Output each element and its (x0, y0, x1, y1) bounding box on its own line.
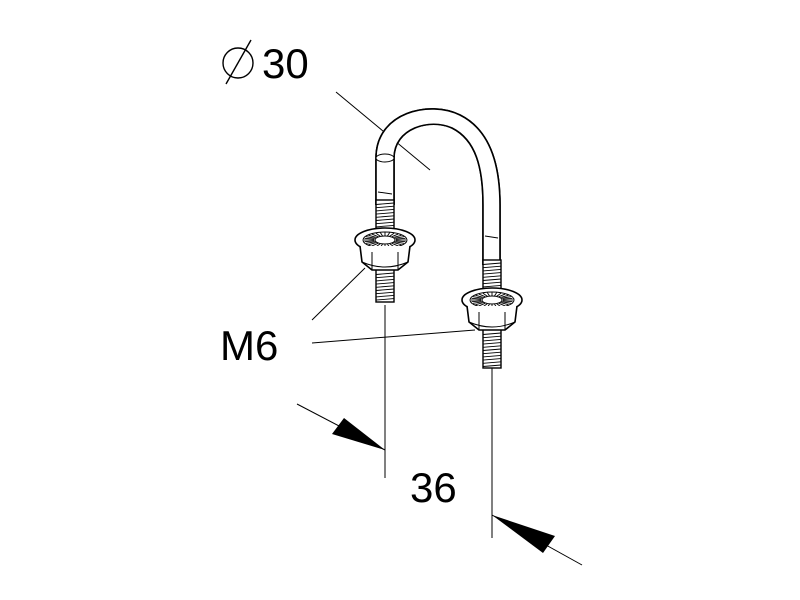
right-nut (461, 287, 523, 331)
thread-ridge (375, 272, 395, 275)
washer-serration (475, 294, 484, 298)
thread-ridge (375, 285, 395, 288)
thread-ridge (482, 265, 502, 269)
spacing-value: 36 (410, 464, 457, 511)
thread-ridge (482, 272, 502, 275)
thread-ridge (375, 205, 395, 209)
washer-serration (379, 232, 383, 237)
diameter-value: 30 (262, 40, 309, 87)
washer-serration (371, 233, 379, 238)
diameter-symbol-icon (222, 39, 254, 85)
washer-serration (502, 300, 513, 303)
washer-serration (471, 297, 482, 300)
thread-ridge (375, 294, 395, 298)
washer-serration (395, 237, 406, 240)
thread-ridge (375, 212, 395, 215)
washer-serration (368, 242, 377, 246)
washer-serration (473, 301, 483, 304)
thread-ridge (375, 202, 395, 205)
washer-serration (498, 302, 506, 307)
washer-serration (394, 236, 404, 239)
thread-ridge (482, 354, 502, 358)
thread-ridge (482, 335, 502, 339)
washer-serration (486, 292, 490, 297)
washer-serration (394, 241, 404, 244)
thread-ridge (375, 218, 395, 221)
washer-serration (471, 300, 482, 303)
thread-ridge (482, 348, 502, 351)
thread-ridge (482, 278, 502, 281)
thread-ridge (482, 345, 502, 348)
thread-ridge (482, 268, 502, 272)
thread-ridge (482, 358, 502, 361)
diameter-leader-line (335, 91, 431, 171)
washer-serration (375, 232, 381, 237)
washer-serration (482, 292, 488, 297)
thread-ridge (482, 262, 502, 265)
thread-ridge (482, 351, 502, 355)
washer-serration (391, 242, 399, 247)
thread-ridge (375, 208, 395, 212)
thread-ridge (375, 221, 395, 225)
washer-serration (364, 237, 375, 240)
washer-serration (366, 236, 376, 239)
washer-serration (389, 232, 395, 237)
u-bolt-bend (375, 108, 501, 265)
thread-ridge (482, 284, 502, 288)
dimension-arrow-right (491, 514, 583, 566)
left-nut (354, 227, 416, 271)
washer-serration (473, 296, 483, 299)
washer-serration (393, 234, 402, 238)
thread-leader-right (311, 329, 476, 344)
washer-serration (494, 292, 498, 297)
washer-serration (478, 302, 486, 307)
washer-serration (364, 240, 375, 243)
thread-ridge (375, 291, 395, 295)
thread-ridge (482, 281, 502, 285)
dimension-arrow-left (296, 403, 386, 451)
washer-serration (387, 232, 391, 237)
washer-serration (391, 233, 399, 238)
thread-ridge (482, 275, 502, 278)
thread-ridge (482, 338, 502, 342)
thread-ridge (375, 282, 395, 285)
washer-serration (366, 241, 376, 244)
washer-serration (502, 297, 513, 300)
thread-ridge (482, 332, 502, 335)
diameter-label: 30 (222, 39, 309, 87)
thread-ridge (375, 288, 395, 291)
thread-leader-left (311, 267, 366, 321)
thread-ridge (375, 224, 395, 228)
washer-serration (478, 293, 486, 298)
thread-ridge (375, 275, 395, 279)
thread-ridge (375, 298, 395, 301)
washer-serration (475, 302, 484, 306)
thread-ridge (482, 364, 502, 367)
washer-serration (368, 234, 377, 238)
washer-serration (395, 240, 406, 243)
washer-serration (498, 293, 506, 298)
thread-ridge (482, 361, 502, 364)
washer-serration (393, 242, 402, 246)
thread-ridge (482, 342, 502, 345)
washer-serration (500, 302, 509, 306)
thread-ridge (375, 215, 395, 218)
washer-serration (501, 296, 511, 299)
washer-serration (501, 301, 511, 304)
washer-serration (496, 292, 502, 297)
washer-serration (500, 294, 509, 298)
thread-ridge (375, 278, 395, 282)
thread-label: M6 (220, 322, 278, 369)
washer-serration (371, 242, 379, 247)
